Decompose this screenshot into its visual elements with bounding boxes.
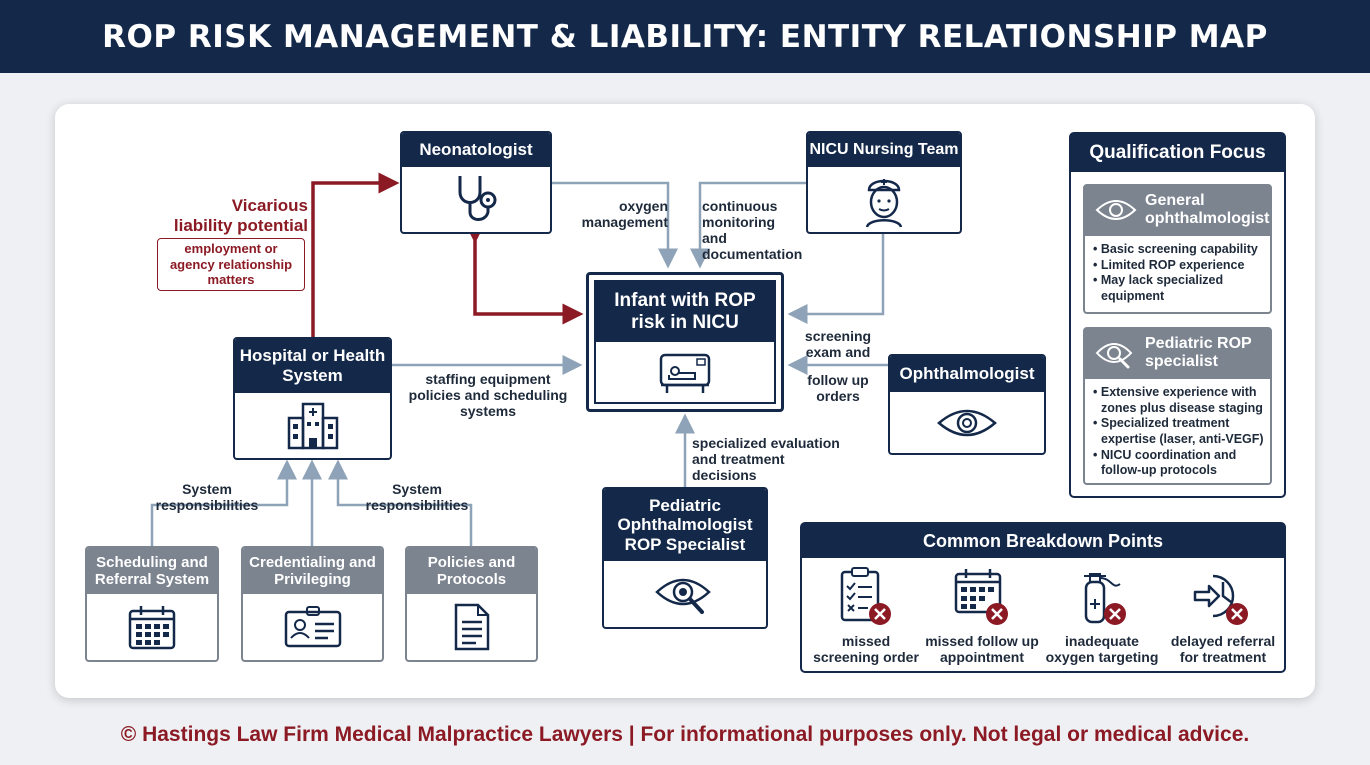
node-scheduling[interactable]: Scheduling and Referral System <box>85 546 219 662</box>
document-icon <box>454 603 489 651</box>
edge-vicarious-hospital-neonatologist <box>311 172 400 338</box>
list-item: Extensive experience with zones plus dis… <box>1093 385 1270 416</box>
edge-policies-hospital <box>328 459 473 546</box>
list-item: Limited ROP experience <box>1093 258 1270 274</box>
edge-neonatologist-infant <box>552 181 678 269</box>
stethoscope-icon <box>458 175 497 221</box>
pediatric-specialist-list: Extensive experience with zones plus dis… <box>1085 385 1270 479</box>
calendar-icon <box>954 569 1008 625</box>
node-infant-title: Infant with ROP risk in NICU <box>596 282 774 342</box>
edge-scheduling-hospital <box>150 459 297 546</box>
list-item: May lack specialized equipment <box>1093 273 1270 304</box>
hospital-building-icon <box>287 402 338 450</box>
clock-arrow-icon <box>1193 574 1248 625</box>
eye-magnifier-icon <box>655 578 711 614</box>
breakdown-label: delayed referral for treatment <box>1170 633 1276 666</box>
clipboard-icon <box>840 567 891 625</box>
general-ophthalmologist-list: Basic screening capability Limited ROP e… <box>1085 242 1270 305</box>
node-hospital[interactable]: Hospital or Health System <box>233 337 392 460</box>
node-pediatric-specialist-title: Pediatric Ophthalmologist ROP Specialist <box>604 489 766 561</box>
eye-icon <box>1095 200 1137 220</box>
node-neonatologist[interactable]: Neonatologist <box>400 131 552 234</box>
breakdown-title: Common Breakdown Points <box>802 524 1284 558</box>
breakdown-item-screening: missed screening order <box>810 566 922 665</box>
breakdown-label: missed screening order <box>813 633 919 666</box>
node-ophthalmologist[interactable]: Ophthalmologist <box>888 354 1046 455</box>
label-follow-up: follow up orders <box>807 372 869 405</box>
breakdown-item-oxygen: inadequate oxygen targeting <box>1042 566 1162 665</box>
label-staffing: staffing equipment policies and scheduli… <box>408 371 568 420</box>
label-monitoring: continuous monitoring and documentation <box>702 198 803 263</box>
node-infant[interactable]: Infant with ROP risk in NICU <box>586 272 784 412</box>
incubator-icon <box>659 353 711 393</box>
label-vicarious-liability: Vicarious liability potential <box>173 196 308 235</box>
oxygen-tank-icon <box>1084 573 1126 625</box>
list-item: Specialized treatment expertise (laser, … <box>1093 416 1270 447</box>
footer-disclaimer: © Hastings Law Firm Medical Malpractice … <box>120 723 1250 746</box>
eye-icon <box>937 409 997 436</box>
general-ophthalmologist-title: General ophthalmologist <box>1145 192 1270 228</box>
eye-magnifier-icon <box>1095 343 1133 369</box>
node-pediatric-specialist[interactable]: Pediatric Ophthalmologist ROP Specialist <box>602 487 768 629</box>
label-screening-exam: screening exam and <box>804 328 872 361</box>
label-specialized-eval: specialized evaluation and treatment dec… <box>692 435 840 484</box>
node-credentialing-title: Credentialing and Privileging <box>243 548 382 594</box>
label-system-responsibilities-right: System responsibilities <box>365 481 469 514</box>
breakdown-panel: Common Breakdown Points missed screening… <box>800 522 1286 673</box>
node-ophthalmologist-title: Ophthalmologist <box>890 356 1044 392</box>
node-nicu-nursing-title: NICU Nursing Team <box>808 133 960 167</box>
pediatric-specialist-title: Pediatric ROP specialist <box>1145 335 1252 371</box>
general-ophthalmologist-card: General ophthalmologist Basic screening … <box>1083 184 1272 314</box>
label-vicarious-note: employment or agency relationship matter… <box>157 238 305 291</box>
edge-nursing-infant <box>690 181 806 269</box>
qualification-title: Qualification Focus <box>1071 134 1284 172</box>
node-nicu-nursing[interactable]: NICU Nursing Team <box>806 131 962 234</box>
list-item: NICU coordination and follow-up protocol… <box>1093 448 1270 479</box>
label-oxygen-management: oxygen management <box>581 198 668 231</box>
node-hospital-title: Hospital or Health System <box>235 339 390 393</box>
pediatric-specialist-card: Pediatric ROP specialist Extensive exper… <box>1083 327 1272 485</box>
list-item: Basic screening capability <box>1093 242 1270 258</box>
id-badge-icon <box>284 606 341 648</box>
nurse-icon <box>865 178 903 228</box>
breakdown-item-referral: delayed referral for treatment <box>1164 566 1282 665</box>
label-system-responsibilities-left: System responsibilities <box>155 481 259 514</box>
node-policies[interactable]: Policies and Protocols <box>405 546 538 662</box>
breakdown-item-follow-up: missed follow up appointment <box>924 566 1040 665</box>
node-neonatologist-title: Neonatologist <box>402 133 550 167</box>
page-title: ROP RISK MANAGEMENT & LIABILITY: ENTITY … <box>0 0 1370 73</box>
node-policies-title: Policies and Protocols <box>407 548 536 594</box>
edge-vicarious-neonatologist-infant <box>464 222 584 325</box>
edge-nursing-infant-right <box>787 232 885 324</box>
breakdown-label: missed follow up appointment <box>925 633 1039 666</box>
breakdown-label: inadequate oxygen targeting <box>1045 633 1159 666</box>
qualification-panel: Qualification Focus General ophthalmolog… <box>1069 132 1286 498</box>
calendar-icon <box>128 606 176 650</box>
node-credentialing[interactable]: Credentialing and Privileging <box>241 546 384 662</box>
node-scheduling-title: Scheduling and Referral System <box>87 548 217 594</box>
